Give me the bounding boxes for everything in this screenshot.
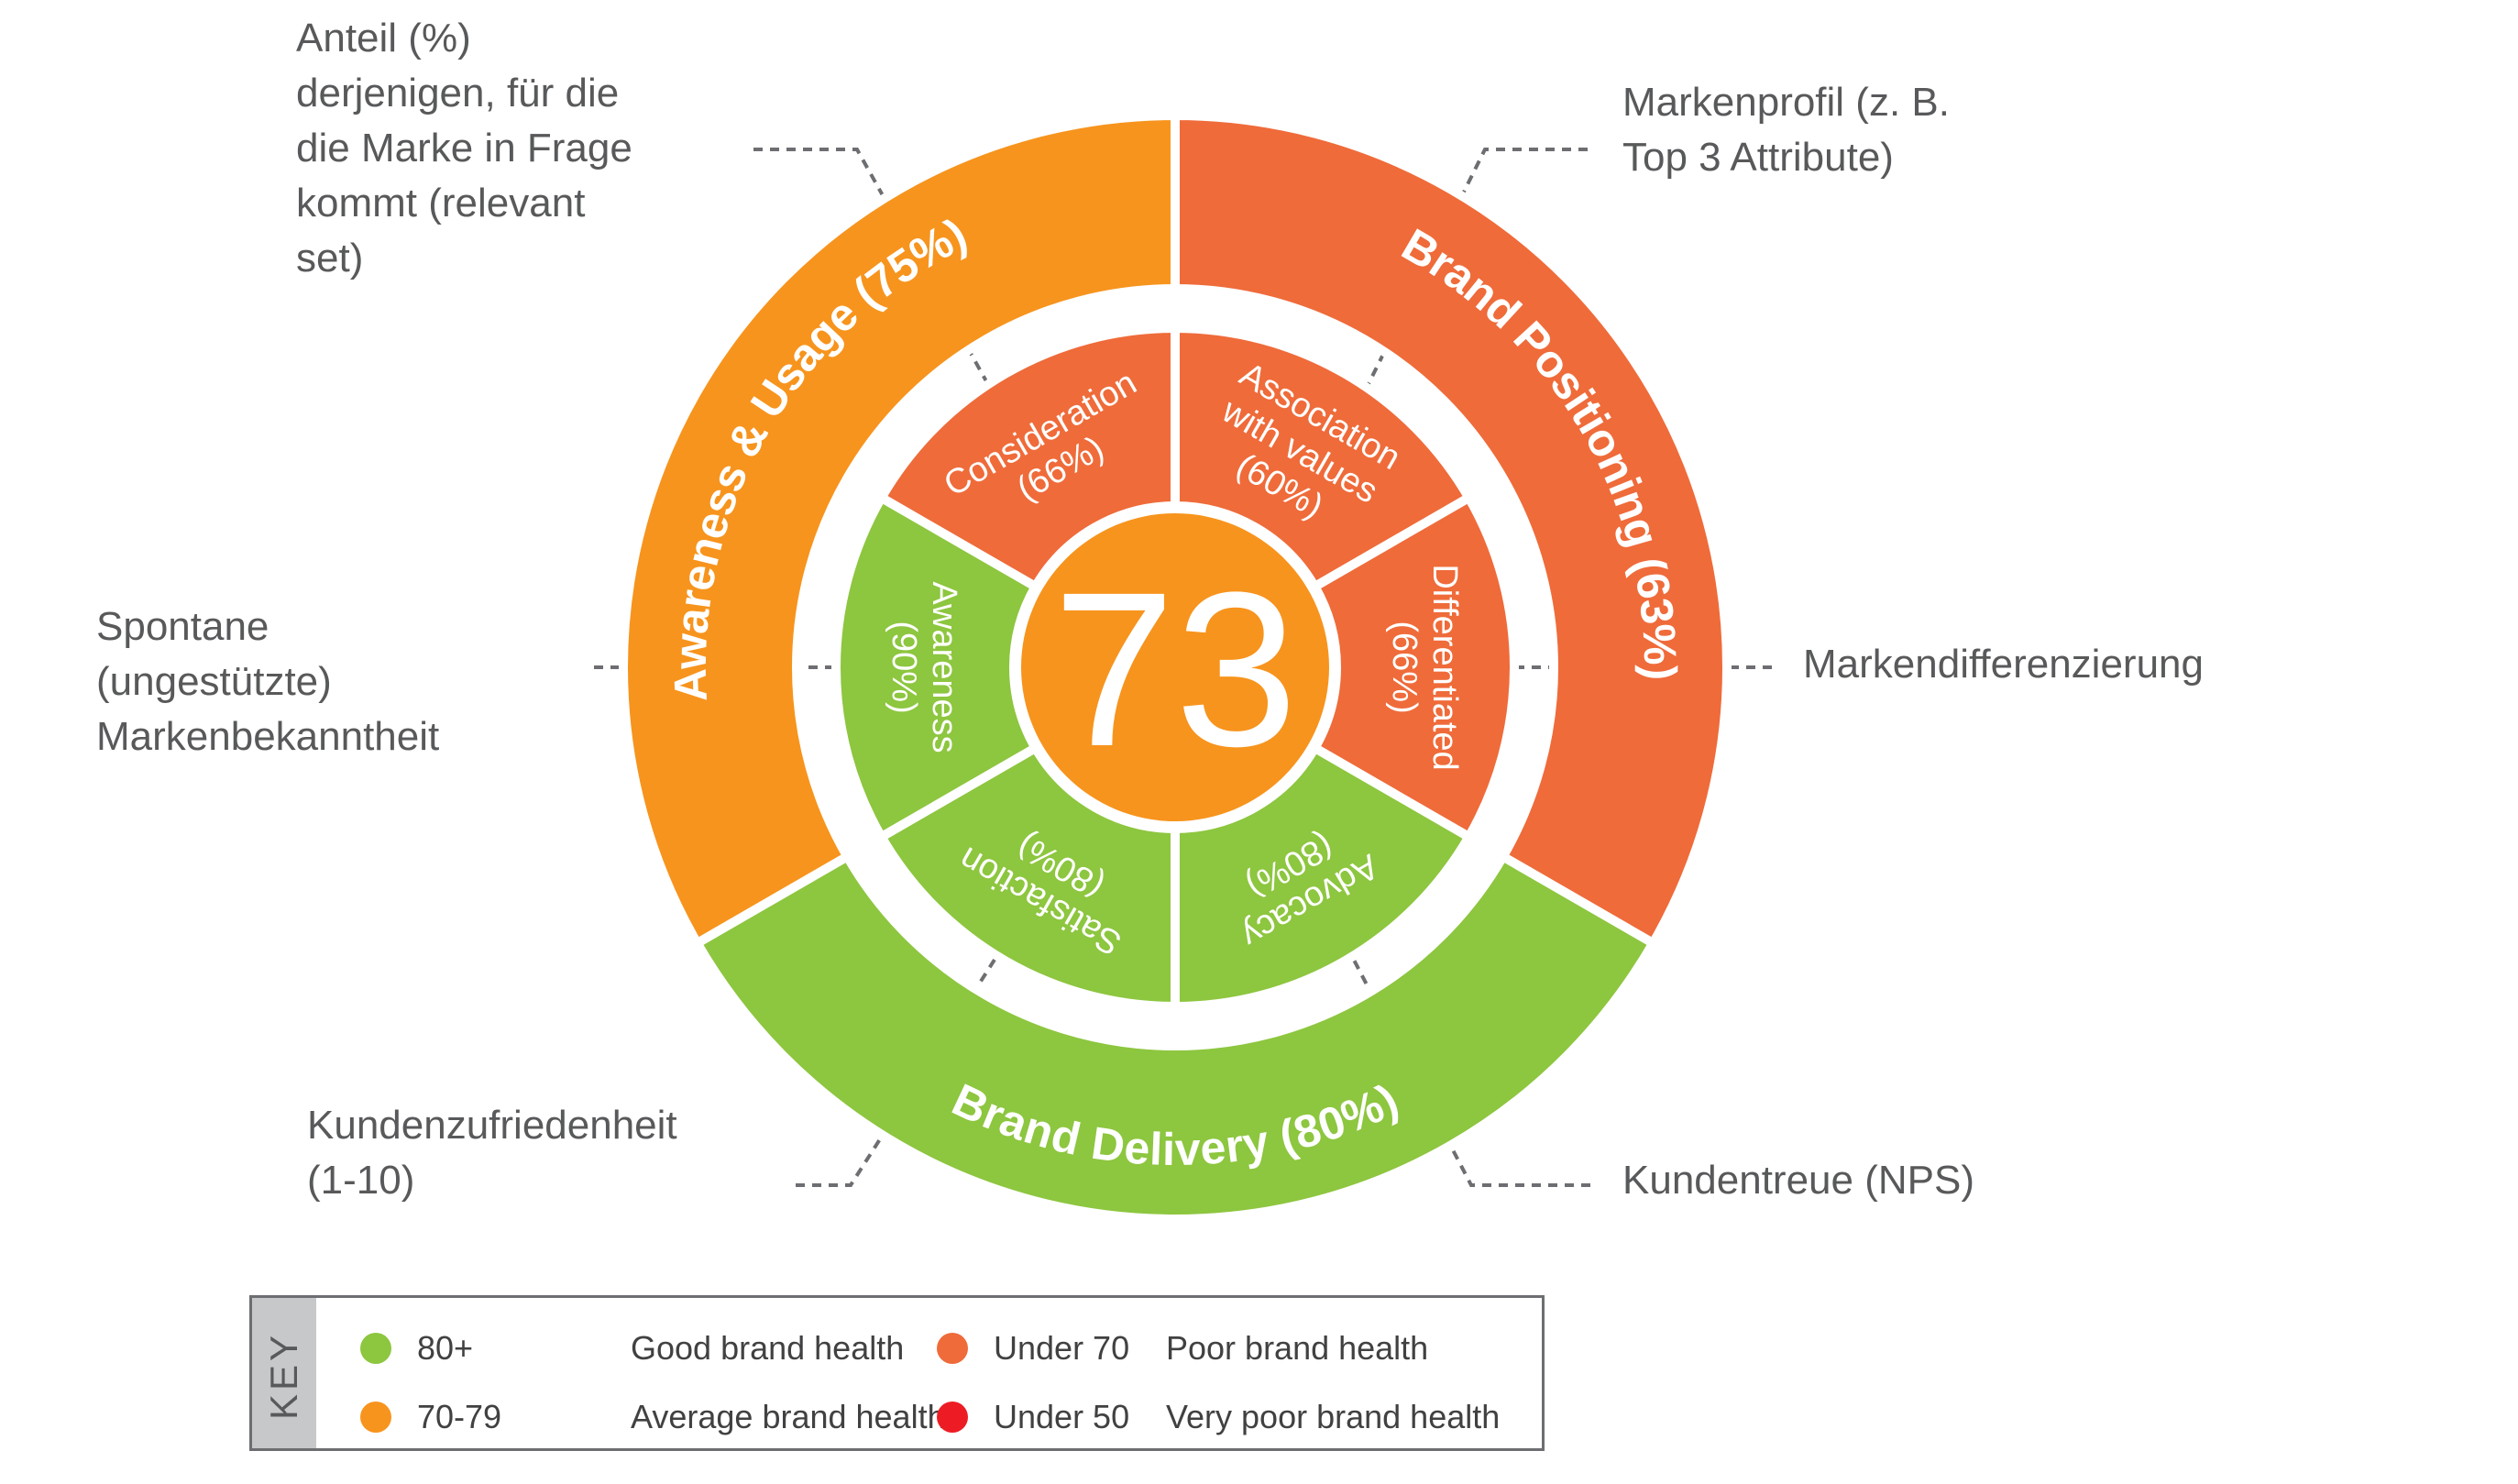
segment-consideration bbox=[876, 324, 1180, 591]
key-dot bbox=[360, 1402, 391, 1433]
callout-association: Markenprofil (z. B.Top 3 Attribute) bbox=[1622, 80, 1950, 180]
key-code: Under 70 bbox=[994, 1329, 1130, 1367]
key-code: 80+ bbox=[417, 1329, 474, 1367]
callout-advocacy: Kundentreue (NPS) bbox=[1622, 1158, 1974, 1203]
callout-awareness: Spontane(ungestützte)Markenbekanntheit bbox=[96, 604, 440, 759]
segment-advocacy bbox=[1171, 743, 1474, 1011]
key-dot bbox=[360, 1333, 391, 1364]
center-score: 73 bbox=[1053, 546, 1298, 792]
segment-label-awareness: Awareness(90%) bbox=[885, 581, 963, 753]
segment-label-differentiated: Differentiated(66%) bbox=[1385, 564, 1464, 770]
key-title: KEY bbox=[262, 1331, 305, 1421]
key-dot bbox=[937, 1333, 968, 1364]
segment-differentiated bbox=[1310, 493, 1519, 841]
segment-awareness bbox=[831, 493, 1040, 841]
callout-differentiated: Markendifferenzierung bbox=[1803, 642, 2204, 687]
center-score-disc bbox=[1021, 513, 1329, 821]
key-title-tab: KEY bbox=[252, 1298, 316, 1448]
key-code: Under 50 bbox=[994, 1398, 1130, 1435]
callout-satisfaction: Kundenzufriedenheit(1-10) bbox=[307, 1103, 677, 1203]
ring-segment-brand-positioning bbox=[1171, 111, 1732, 948]
ring-segment-awareness-usage bbox=[619, 111, 1180, 948]
svg-text:Awareness(90%): Awareness(90%) bbox=[885, 581, 963, 753]
svg-text:Differentiated(66%): Differentiated(66%) bbox=[1385, 564, 1464, 770]
segment-satisfaction bbox=[876, 743, 1180, 1011]
leader-line-association bbox=[1346, 148, 1588, 427]
key-dot bbox=[937, 1402, 968, 1433]
segment-association bbox=[1171, 324, 1474, 591]
ring-segment-brand-delivery bbox=[692, 852, 1658, 1225]
key-legend: KEY 80+ Good brand health 70-79 Average … bbox=[249, 1295, 1545, 1451]
key-label: Average brand health bbox=[631, 1398, 946, 1435]
key-code: 70-79 bbox=[417, 1398, 502, 1435]
key-label: Very poor brand health bbox=[1166, 1398, 1501, 1435]
key-label: Good brand health bbox=[631, 1329, 905, 1367]
key-label: Poor brand health bbox=[1166, 1329, 1429, 1367]
